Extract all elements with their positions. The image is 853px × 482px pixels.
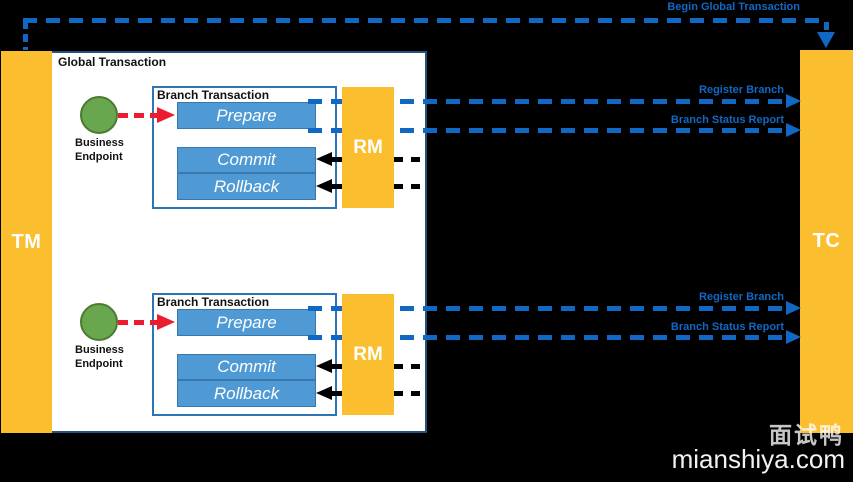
rollback-box: Rollback bbox=[177, 380, 316, 407]
branch-status-report-label: Branch Status Report bbox=[670, 114, 784, 126]
prepare-box: Prepare bbox=[177, 309, 316, 336]
rm-box: RM bbox=[342, 87, 394, 208]
branch-status-report-label: Branch Status Report bbox=[670, 321, 784, 333]
branch-transaction-label: Branch Transaction bbox=[157, 88, 270, 102]
invoke-arrow-line bbox=[118, 113, 158, 118]
rm-box: RM bbox=[342, 294, 394, 415]
business-endpoint-label: Business Endpoint bbox=[75, 344, 124, 370]
begin-line-tc-connector bbox=[824, 22, 829, 33]
tc-label: TC bbox=[812, 230, 841, 252]
business-endpoint-label: Business Endpoint bbox=[75, 137, 124, 163]
rollback-label: Rollback bbox=[213, 176, 280, 196]
branch-transaction-label: Branch Transaction bbox=[157, 295, 270, 309]
arrow-left-black-icon bbox=[316, 386, 332, 400]
begin-line-tm-connector bbox=[23, 21, 28, 50]
rollback-box: Rollback bbox=[177, 173, 316, 200]
register-branch-label: Register Branch bbox=[699, 84, 784, 96]
rollback-label: Rollback bbox=[213, 383, 280, 403]
arrow-right-blue-icon bbox=[786, 330, 801, 344]
tm-label: TM bbox=[11, 230, 42, 253]
arrow-right-red-icon bbox=[157, 107, 175, 123]
begin-global-transaction-line bbox=[23, 18, 820, 23]
arrow-down-icon bbox=[817, 32, 835, 48]
arrow-right-blue-icon bbox=[786, 301, 801, 315]
business-endpoint-circle bbox=[80, 96, 118, 134]
rm-label: RM bbox=[353, 136, 383, 158]
arrow-left-black-icon bbox=[316, 152, 332, 166]
commit-box: Commit bbox=[177, 147, 316, 173]
global-transaction-label: Global Transaction bbox=[58, 55, 167, 69]
invoke-arrow-line bbox=[118, 320, 158, 325]
branch-transaction-1: Branch Transaction Business Endpoint Pre… bbox=[0, 84, 853, 211]
prepare-box: Prepare bbox=[177, 102, 316, 129]
arrow-left-black-icon bbox=[316, 179, 332, 193]
begin-global-transaction-label: Begin Global Transaction bbox=[667, 1, 800, 13]
arrow-right-red-icon bbox=[157, 314, 175, 330]
rm-label: RM bbox=[353, 343, 383, 365]
branch-transaction-2: Branch Transaction Business Endpoint Pre… bbox=[0, 291, 853, 418]
tc-bar: TC bbox=[800, 50, 853, 433]
register-branch-line bbox=[308, 99, 786, 104]
arrow-left-black-icon bbox=[316, 359, 332, 373]
business-endpoint-circle bbox=[80, 303, 118, 341]
commit-box: Commit bbox=[177, 354, 316, 380]
arrow-right-blue-icon bbox=[786, 94, 801, 108]
branch-status-report-line bbox=[308, 128, 786, 133]
tm-bar: TM bbox=[1, 51, 52, 433]
branch-status-report-line bbox=[308, 335, 786, 340]
watermark-brand: 面试鸭 bbox=[769, 422, 844, 448]
register-branch-line bbox=[308, 306, 786, 311]
arrow-right-blue-icon bbox=[786, 123, 801, 137]
prepare-label: Prepare bbox=[216, 105, 277, 125]
commit-label: Commit bbox=[217, 357, 276, 376]
register-branch-label: Register Branch bbox=[699, 291, 784, 303]
prepare-label: Prepare bbox=[216, 312, 277, 332]
commit-label: Commit bbox=[217, 150, 276, 169]
watermark-site: mianshiya.com bbox=[671, 444, 845, 474]
